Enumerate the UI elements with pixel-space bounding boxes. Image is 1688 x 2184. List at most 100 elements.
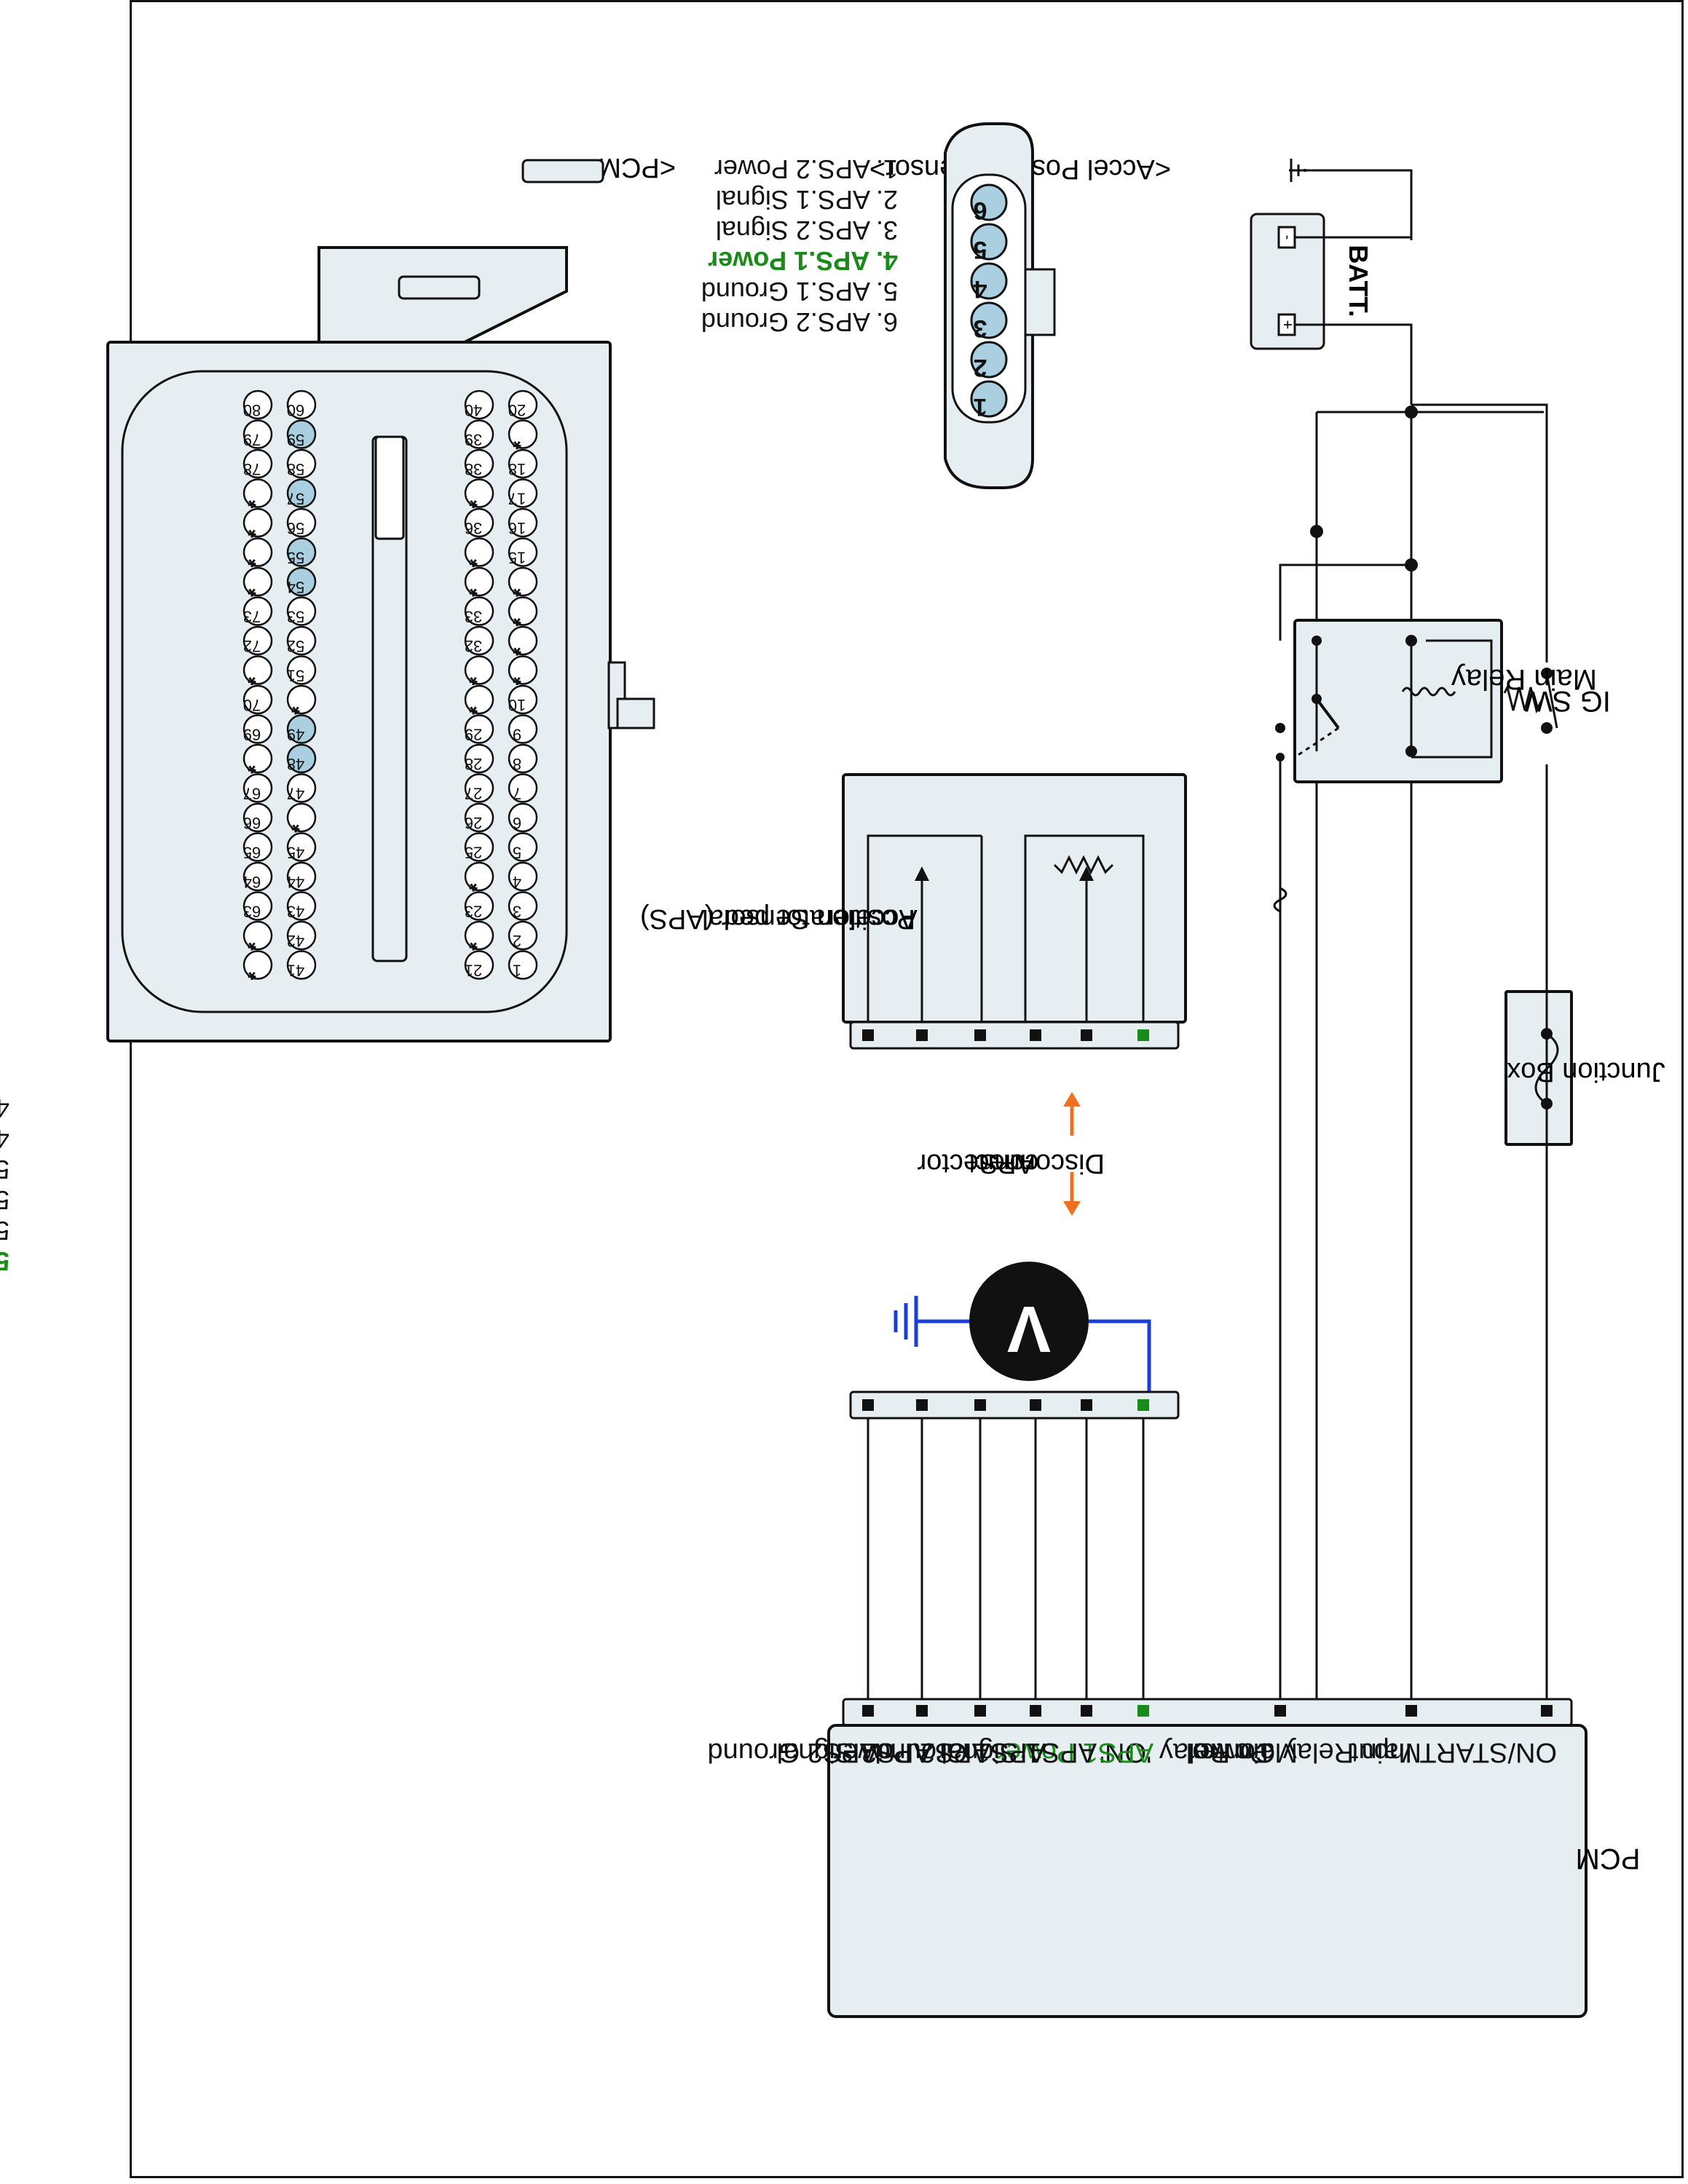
- pcm-pin: [286, 684, 317, 715]
- pcm-pin-label: APS1 Signal: [942, 1737, 1097, 1768]
- pcm-pin: [242, 743, 273, 774]
- pcm-pin: [286, 773, 317, 803]
- pcm-pin-number: 52: [287, 637, 304, 655]
- page-frame: [130, 0, 1684, 2178]
- pcm-pin: [464, 507, 494, 538]
- pcm-pin-number: 49: [287, 726, 304, 744]
- pcm-pin: [286, 950, 317, 980]
- pcm-pin: [242, 950, 273, 980]
- pcm-pin: [286, 448, 317, 479]
- harness-wires: [867, 782, 1548, 1699]
- aps-pin-number: 1: [974, 393, 987, 421]
- ig-switch: IG SW: [1525, 662, 1611, 764]
- ig-sw-label: IG SW: [1525, 685, 1611, 717]
- pcm-pin: [464, 448, 494, 479]
- pcm-pin-number: *: [513, 606, 521, 630]
- pcm-pin-number: 18: [508, 460, 526, 478]
- pcm-legend-item: 49. APS.2 Signal: [0, 1124, 9, 1154]
- pcm-pin-label: APS1 Ground: [875, 1737, 1046, 1768]
- pcm-title: PCM: [1576, 1843, 1641, 1875]
- pcm-pin: [286, 478, 317, 508]
- pcm-pin: [286, 389, 317, 420]
- pcm-pin: [464, 537, 494, 567]
- pcm-pin: [242, 832, 273, 862]
- pcm-pin-number: *: [469, 871, 478, 895]
- pcm-pin-number: 41: [287, 962, 304, 980]
- pcm-pin-label: APS1 Power: [996, 1737, 1153, 1768]
- pcm-pin-number: 17: [508, 490, 526, 508]
- aps-legend-item: 2. APS.1 Signal: [716, 185, 898, 215]
- aps-pin-number: 3: [974, 314, 987, 342]
- pcm-pin: [242, 655, 273, 685]
- pcm-pin-label: APS2 Power: [833, 1737, 990, 1768]
- aps-legend-item: 4. APS.1 Power: [708, 246, 898, 276]
- pcm-pin: [286, 743, 317, 774]
- pcm-pin-number: 44: [287, 873, 304, 891]
- pcm-legend-item: 59. APS.1 Power: [0, 1246, 9, 1276]
- aps-pin-number: 2: [974, 354, 987, 381]
- aps-legend-item: 3. APS.2 Signal: [716, 215, 898, 245]
- pcm-pin-number: 3: [513, 903, 521, 921]
- pcm-pin-label: APS2 Ground: [708, 1737, 878, 1768]
- pcm-pin: [242, 537, 273, 567]
- pcm-pin: [464, 920, 494, 951]
- splice-dot: [1405, 405, 1418, 419]
- aps-pin: [970, 301, 1008, 339]
- pcm-pin: [242, 625, 273, 656]
- pcm-pin-label: Main Relay 'ON': [1100, 1737, 1298, 1768]
- pcm-pin: [508, 802, 538, 833]
- pcm-connector-view: <PCM> 20*18171615****10987654321403938*3…: [0, 152, 676, 1276]
- pcm-pin-number: *: [248, 753, 256, 778]
- disconnect-line3: connector: [917, 1148, 1038, 1179]
- pcm-pin: [242, 389, 273, 420]
- pcm-pins: 20*18171615****10987654321403938*36**333…: [242, 389, 538, 984]
- pcm-pin-number: 58: [287, 460, 304, 478]
- pcm-pin: [464, 419, 494, 449]
- battery-minus: -: [1279, 235, 1295, 240]
- pcm-pin: [464, 861, 494, 892]
- pcm-pin-number: 28: [465, 755, 482, 773]
- pcm-pin-number: 59: [287, 431, 304, 449]
- pcm-pin-number: *: [469, 695, 478, 719]
- pcm-pin: [242, 920, 273, 951]
- pcm-pin-number: 60: [287, 401, 304, 419]
- pcm-pin: [242, 507, 273, 538]
- pcm-pin: [464, 773, 494, 803]
- pcm-pin: [286, 537, 317, 567]
- pcm-pin: [464, 389, 494, 420]
- pcm-pin: [508, 478, 538, 508]
- pcm-pin: [464, 743, 494, 774]
- pcm-pin-number: 53: [287, 608, 304, 626]
- pcm-pin-number: *: [248, 547, 256, 571]
- pcm-pin-number: 2: [513, 932, 521, 950]
- pcm-pin-number: 10: [508, 696, 526, 714]
- pcm-pin-number: 8: [513, 755, 521, 773]
- pcm-pin-number: 20: [508, 401, 526, 419]
- aps-title-line1: Accelerator pedal: [702, 903, 918, 934]
- junction-box: Junction Box: [1504, 990, 1665, 1146]
- battery: - + BATT.: [1250, 159, 1413, 350]
- pcm-pin: [508, 773, 538, 803]
- pcm-pin: [508, 596, 538, 626]
- pcm-pin: [464, 714, 494, 744]
- pcm-pin: [242, 419, 273, 449]
- aps-legend-item: 1. APS.2 Power: [714, 154, 898, 184]
- pcm-pin-number: *: [513, 430, 521, 454]
- pcm-pin: [508, 625, 538, 656]
- pcm-pin: [508, 389, 538, 420]
- battery-body: [1250, 213, 1325, 350]
- pcm-pin-number: *: [291, 812, 300, 836]
- pcm-pin-number: *: [513, 636, 521, 660]
- aps-title-line2: Position Sensor (APS): [640, 903, 915, 934]
- pcm-pin: [508, 832, 538, 862]
- pcm-pin-number: 6: [513, 814, 521, 832]
- aps-pin: [970, 262, 1008, 300]
- pcm-pin-label: ON/START Input: [1351, 1737, 1557, 1768]
- pcm-pin-number: 70: [243, 696, 261, 714]
- pcm-pin-number: *: [248, 665, 256, 689]
- pcm-pin-number: 23: [465, 903, 482, 921]
- pcm-pin: [508, 861, 538, 892]
